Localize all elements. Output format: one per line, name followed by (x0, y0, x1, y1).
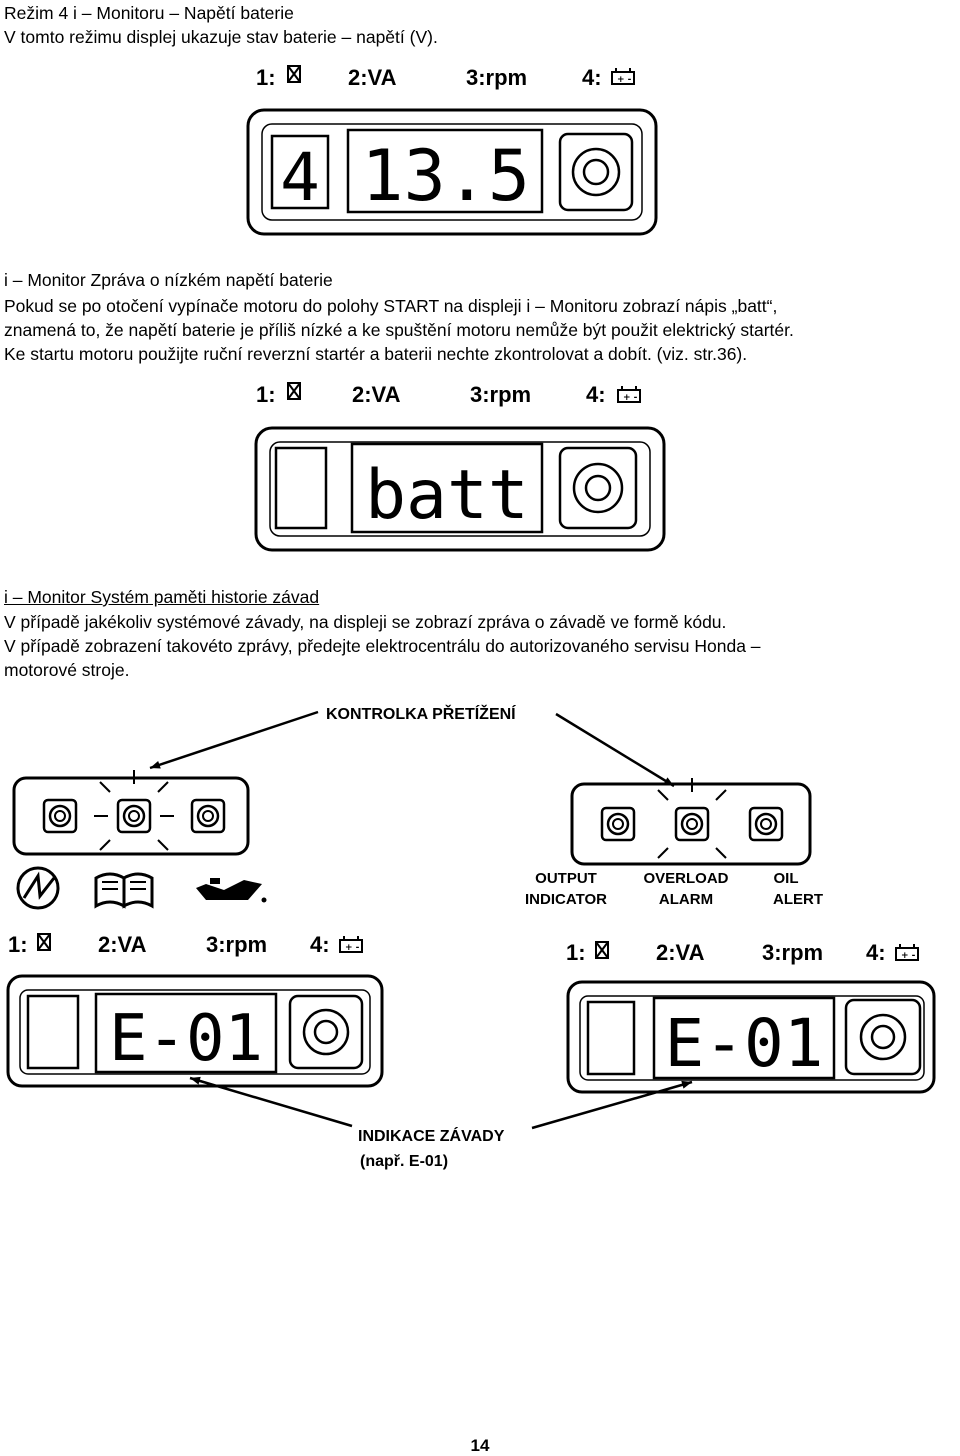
mode-2-label: 2:VA (352, 382, 401, 407)
output-indicator-label-2: INDICATOR (525, 891, 607, 908)
mode-1-label: 1: (256, 382, 276, 407)
mode-3-label: 3:rpm (206, 932, 267, 957)
mode-digit: 4 (280, 139, 320, 216)
display-batt: batt (254, 426, 666, 552)
oil-alert-label-1: OIL (774, 870, 799, 887)
fault-history-line-3: motorové stroje. (4, 660, 130, 680)
lamp-panel-left (12, 770, 250, 856)
overload-alarm-label-1: OVERLOAD (643, 870, 728, 887)
mode-2-label: 2:VA (656, 940, 705, 965)
output-indicator-label-1: OUTPUT (535, 870, 597, 887)
oil-can-icon (196, 878, 267, 903)
display-voltage: 4 13.5 (246, 108, 658, 236)
low-battery-line-3: Ke startu motoru použijte ruční reverzní… (4, 344, 748, 364)
output-indicator-icon (16, 866, 60, 910)
low-battery-line-1: Pokud se po otočení vypínače motoru do p… (4, 296, 778, 316)
mode-1-label: 1: (8, 932, 28, 957)
mode-1-icon (287, 65, 301, 83)
mode-legend-4: 1: 2:VA 3:rpm 4: (566, 940, 919, 965)
fault-code-left: E-01 (109, 1002, 263, 1076)
mode-legend-1: 1: 2:VA 3:rpm 4: (256, 65, 635, 90)
mode-legend-2: 1: 2:VA 3:rpm 4: (256, 382, 641, 407)
mode-2-label: 2:VA (98, 932, 147, 957)
fault-history-line-2: V případě zobrazení takovéto zprávy, pře… (4, 636, 761, 656)
fault-history-line-1: V případě jakékoliv systémové závady, na… (4, 612, 727, 632)
mode4-heading: Režim 4 i – Monitoru – Napětí baterie (4, 3, 294, 23)
mode-4-label: 4: (866, 940, 886, 965)
mode-3-label: 3:rpm (466, 65, 527, 90)
low-battery-heading: i – Monitor Zpráva o nízkém napětí bater… (4, 270, 333, 290)
mode-4-label: 4: (582, 65, 602, 90)
battery-icon (339, 935, 363, 954)
mode4-body: V tomto režimu displej ukazuje stav bate… (4, 27, 438, 47)
mode-1-label: 1: (566, 940, 586, 965)
battery-icon (617, 385, 641, 404)
fault-indication-label-1: INDIKACE ZÁVADY (358, 1126, 505, 1145)
mode-2-label: 2:VA (348, 65, 397, 90)
mode-4-label: 4: (310, 932, 330, 957)
mode-3-label: 3:rpm (470, 382, 531, 407)
fault-indication-label-2: (např. E-01) (360, 1153, 448, 1170)
display-fault-left: E-01 (6, 974, 384, 1088)
overload-alarm-label-2: ALARM (659, 891, 713, 908)
overload-lamp-label: KONTROLKA PŘETÍŽENÍ (326, 704, 516, 723)
oil-alert-label-2: ALERT (773, 891, 823, 908)
low-battery-line-2: znamená to, že napětí baterie je příliš … (4, 320, 794, 340)
battery-icon (611, 67, 635, 86)
voltage-value: 13.5 (361, 135, 530, 217)
overload-manual-icon (94, 872, 154, 909)
mode-1-icon (37, 933, 51, 951)
fault-code-right: E-01 (665, 1005, 824, 1082)
mode-legend-3: 1: 2:VA 3:rpm 4: (8, 932, 363, 957)
lamp-panel-right: OUTPUT INDICATOR OVERLOAD ALARM OIL ALER… (525, 778, 823, 908)
mode-4-label: 4: (586, 382, 606, 407)
mode-1-icon (287, 382, 301, 400)
display-fault-right: E-01 (566, 980, 936, 1094)
battery-icon (895, 943, 919, 962)
batt-message: batt (365, 456, 529, 535)
page-number: 14 (470, 1436, 490, 1455)
mode-3-label: 3:rpm (762, 940, 823, 965)
mode-1-label: 1: (256, 65, 276, 90)
fault-history-heading: i – Monitor Systém paměti historie závad (4, 587, 320, 607)
mode-1-icon (595, 941, 609, 959)
